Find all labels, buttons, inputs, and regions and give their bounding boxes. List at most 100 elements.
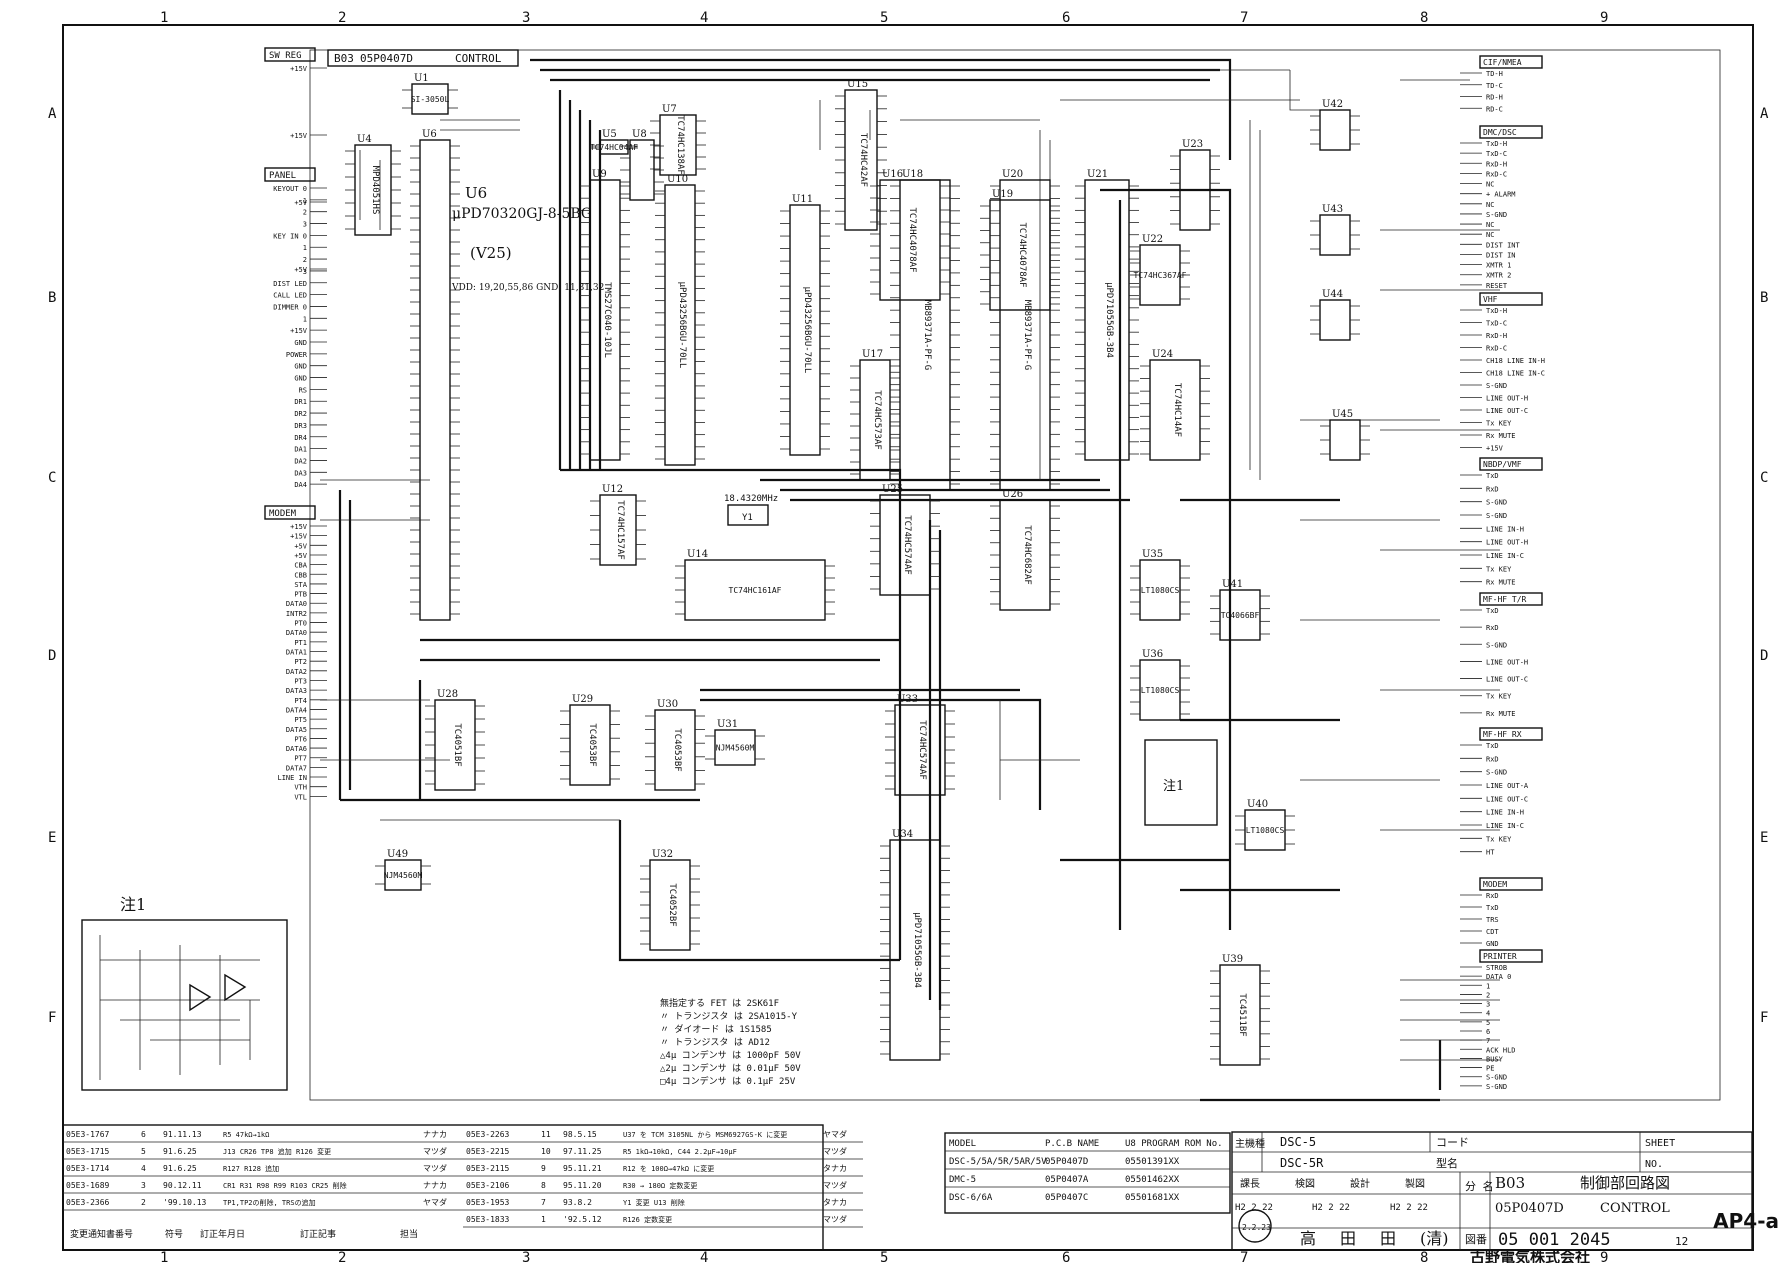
- row-label-left: F: [48, 1010, 56, 1026]
- column-label-top: 4: [700, 10, 708, 26]
- revision-desc: U37 を TCM 3105NL から MSM6927GS-K に変更: [623, 1130, 787, 1139]
- connector-pin-label: RxD-H: [1486, 160, 1507, 168]
- approval-name: (清): [1420, 1229, 1449, 1248]
- revision-desc: R30 → 180Ω 定数変更: [623, 1181, 697, 1190]
- chip-part: TC74HC682AF: [1022, 525, 1032, 585]
- model-table-cell: DSC-5/5A/5R/5AR/5V: [949, 1157, 1047, 1167]
- sheet-tag: AP4-a: [1713, 1209, 1779, 1233]
- u6-ref-label: U6: [465, 184, 487, 202]
- chip-ref: U43: [1322, 204, 1343, 215]
- connector-pin-label: DATA1: [286, 649, 307, 657]
- row-label-left: E: [48, 830, 56, 846]
- note1-opamp-a: [189, 983, 212, 1012]
- chip-part: NJM4560M: [716, 744, 755, 753]
- connector-label: MF-HF RX: [1483, 730, 1522, 739]
- chip-ref: U26: [1002, 489, 1023, 500]
- chip-part: TMS27C040-10JL: [602, 282, 612, 358]
- revision-symbol: 11: [541, 1130, 551, 1139]
- revision-date: '99.10.13: [163, 1198, 207, 1207]
- revision-desc: TP1,TP2の削除, TRSの追加: [223, 1198, 316, 1207]
- revision-by: タナカ: [823, 1198, 847, 1207]
- chip-ref: U41: [1222, 579, 1243, 590]
- revision-desc: R127 R128 追加: [223, 1164, 279, 1173]
- connector-tag: [1479, 292, 1543, 306]
- board-pcb: 05P0407D: [360, 52, 413, 65]
- connector-pin-label: 3: [303, 268, 307, 276]
- connector-pin-label: LINE OUT-H: [1486, 539, 1528, 547]
- connector-pin-label: +5V: [294, 542, 307, 550]
- connector-pin-label: S-GND: [1486, 1083, 1507, 1091]
- model-table-cell: DSC-6/6A: [949, 1193, 993, 1203]
- connector-pin-label: LINE OUT-H: [1486, 395, 1528, 403]
- column-label-bottom: 6: [1062, 1250, 1070, 1263]
- connector-modem: MODEM+15V+15V+5V+5VCBACBBSTAPTBDATA0INTR…: [264, 505, 327, 801]
- connector-label: MF-HF T/R: [1483, 595, 1527, 604]
- connector-pin-label: PT3: [294, 677, 307, 685]
- chip-body: [1329, 419, 1361, 461]
- chip-body: [859, 359, 891, 481]
- connector-pin-label: Rx MUTE: [1486, 710, 1516, 718]
- approval-role: 設計: [1350, 1177, 1370, 1190]
- chip-ref: U12: [602, 484, 623, 495]
- chip-ref: U44: [1322, 289, 1343, 300]
- connector-pin-label: S-GND: [1486, 211, 1507, 219]
- connector-pin-label: XMTR 2: [1486, 272, 1511, 280]
- chip-body: [1149, 359, 1201, 461]
- connector-pin-label: +15V: [290, 533, 308, 541]
- revision-footer-label: 担当: [400, 1228, 418, 1240]
- connector-pin-label: DR3: [294, 422, 307, 430]
- connector-pin-label: DATA4: [286, 706, 307, 714]
- revision-desc: CR1 R31 R98 R99 R103 CR25 削除: [223, 1181, 347, 1190]
- connector-pin-label: RxD: [1486, 755, 1499, 763]
- connector-label: MODEM: [269, 509, 297, 519]
- connector-pin-label: HT: [1486, 849, 1495, 857]
- revision-date: 93.8.2: [563, 1198, 592, 1207]
- chip-ref: U36: [1142, 649, 1163, 660]
- chip-part: TC74HC4078AF: [1017, 222, 1027, 287]
- chip-ref: U31: [717, 719, 738, 730]
- column-label-top: 6: [1062, 10, 1070, 26]
- chip-ref: U8: [632, 129, 647, 140]
- chip-part: TC74HC157AF: [615, 500, 625, 560]
- note1-opamp-b: [224, 973, 247, 1002]
- chip-body: [569, 704, 611, 786]
- connector-pin-label: TxD-H: [1486, 140, 1507, 148]
- column-label-bottom: 1: [160, 1250, 168, 1263]
- chip-u8: U8: [620, 129, 664, 201]
- connector-pin-label: 1: [303, 315, 307, 323]
- connector-pin-label: ACK HLD: [1486, 1046, 1516, 1054]
- connector-pin-label: DATA0: [286, 629, 307, 637]
- connector-pin-label: + ALARM: [1486, 191, 1516, 199]
- revision-table-frame: [62, 1124, 824, 1251]
- approval-role: 検図: [1295, 1177, 1315, 1190]
- connector-pin-label: PTB: [294, 591, 307, 599]
- connector-pin-label: BUSY: [1486, 1055, 1504, 1063]
- revision-doc: 05E3-1715: [66, 1147, 110, 1156]
- date-3: H2 2 22: [1390, 1203, 1428, 1213]
- connector-pin-label: DATA5: [286, 726, 307, 734]
- revision-date: 97.11.25: [563, 1147, 602, 1156]
- chip-ref: U35: [1142, 549, 1163, 560]
- chip-ref: U49: [387, 849, 408, 860]
- column-label-bottom: 4: [700, 1250, 708, 1263]
- chip-part: LT1080CS: [1141, 686, 1180, 695]
- chip-ref: U21: [1087, 169, 1108, 180]
- note1-block-label: 注1: [1163, 779, 1184, 794]
- connector-pin-label: RxD: [1486, 485, 1499, 493]
- connector-label: PRINTER: [1483, 952, 1517, 961]
- crystal-freq: 18.4320MHz: [724, 494, 778, 504]
- model-table-cell: DMC-5: [949, 1175, 976, 1185]
- connector-pin-label: +5V: [294, 552, 307, 560]
- board-name: CONTROL: [455, 52, 502, 65]
- chip-part: TC4053BF: [587, 723, 597, 766]
- applicable-model-1: DSC-5: [1280, 1135, 1316, 1149]
- circuit-area: [309, 49, 1721, 1101]
- connector-tag: [264, 167, 316, 182]
